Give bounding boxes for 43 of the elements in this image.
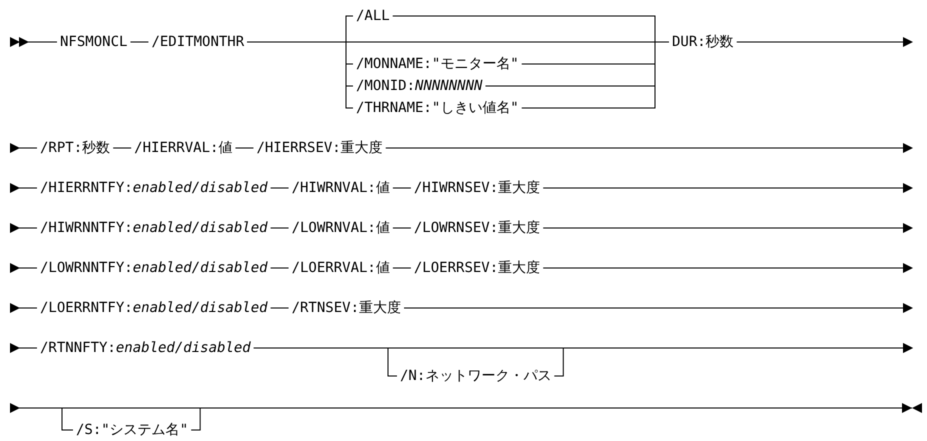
syntax-line [10, 183, 38, 193]
syntax-keyword: /THRNAME:"しきい値名" [356, 99, 519, 117]
syntax-line [521, 42, 670, 108]
syntax-keyword: /RTNSEV:重大度 [292, 299, 402, 317]
syntax-line [10, 303, 38, 313]
syntax-line [10, 223, 38, 233]
syntax-line [10, 143, 38, 153]
syntax-line [253, 348, 398, 376]
syntax-keyword: /RTNNFTY:enabled/disabled [40, 339, 251, 357]
syntax-keyword: /LOWRNNTFY:enabled/disabled [40, 259, 268, 277]
syntax-keyword: /S:"システム名" [76, 421, 188, 439]
syntax-line [10, 263, 38, 273]
syntax-line [542, 263, 913, 273]
syntax-keyword: /HIERRSEV:重大度 [256, 139, 383, 157]
syntax-keyword: DUR:秒数 [672, 33, 734, 51]
syntax-keyword: /LOWRNVAL:値 [292, 219, 390, 237]
syntax-keyword: NFSMONCL [60, 33, 128, 51]
syntax-keyword: /HIERRVAL:値 [134, 139, 232, 157]
syntax-keyword: /N:ネットワーク・パス [400, 367, 552, 385]
syntax-keyword: /LOERRNTFY:enabled/disabled [40, 299, 268, 317]
syntax-line [10, 37, 58, 47]
syntax-line [385, 143, 913, 153]
syntax-keyword: /RPT:秒数 [40, 139, 110, 157]
syntax-keyword: /MONID:NNNNNNNN [356, 77, 482, 95]
syntax-keyword: /HIWRNSEV:重大度 [414, 179, 540, 197]
syntax-line [246, 42, 354, 108]
syntax-keyword: /LOERRSEV:重大度 [414, 259, 540, 277]
syntax-line [736, 37, 913, 47]
syntax-line [542, 183, 913, 193]
syntax-line [10, 343, 38, 353]
syntax-line [554, 343, 913, 376]
syntax-keyword: /HIWRNVAL:値 [292, 179, 390, 197]
syntax-keyword: /EDITMONTHR [151, 33, 244, 51]
syntax-keyword: /HIWRNNTFY:enabled/disabled [40, 219, 268, 237]
syntax-keyword: /MONNAME:"モニター名" [356, 55, 519, 73]
syntax-line [404, 303, 913, 313]
syntax-line [542, 223, 913, 233]
syntax-keyword: /LOWRNSEV:重大度 [414, 219, 540, 237]
syntax-line [10, 403, 74, 430]
syntax-keyword: /HIERRNTFY:enabled/disabled [40, 179, 268, 197]
syntax-keyword: /ALL [356, 7, 390, 25]
syntax-line [62, 403, 922, 430]
syntax-keyword: /LOERRVAL:値 [292, 259, 390, 277]
